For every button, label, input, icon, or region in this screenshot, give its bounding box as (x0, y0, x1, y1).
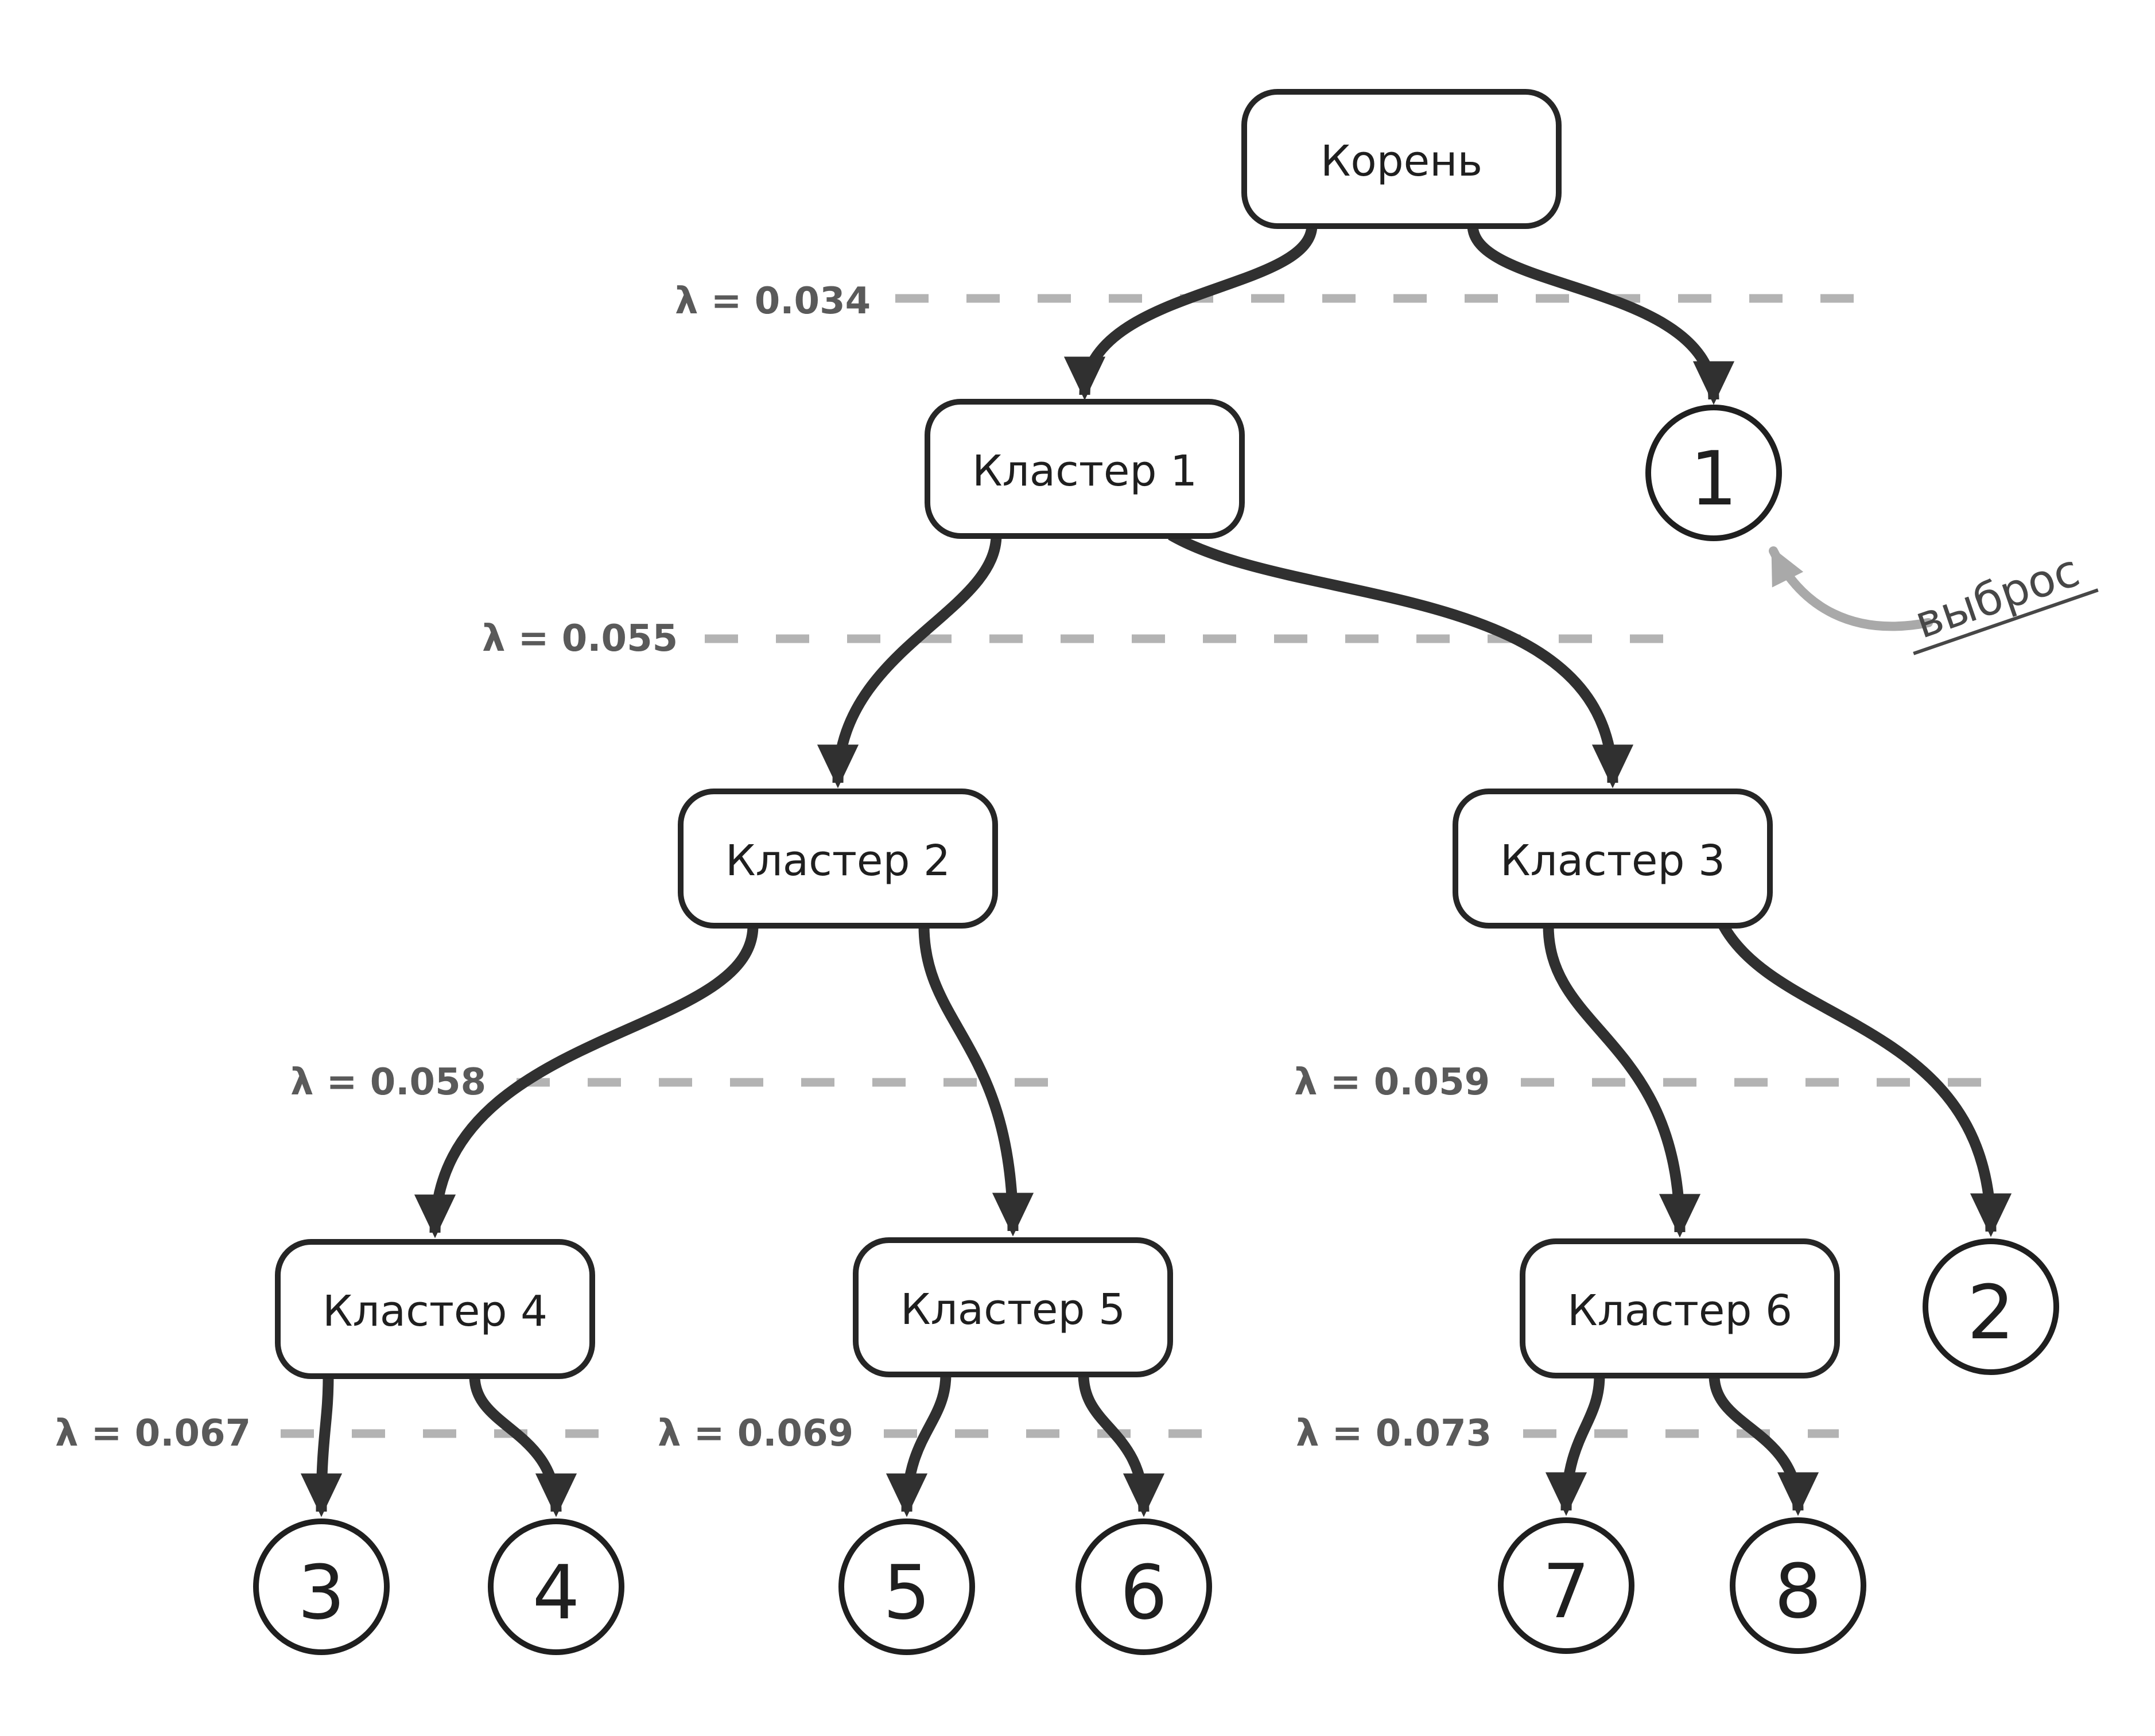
leaf-1-circle (1645, 405, 1782, 541)
leaf-4-circle (488, 1518, 624, 1655)
leaf-4: 4 (488, 1518, 624, 1655)
node-root: Корень (1241, 89, 1562, 229)
edge-cluster4-to-leaf-4 (469, 1376, 577, 1517)
edge-cluster2-to-cluster5 (918, 925, 1034, 1237)
node-cluster3: Кластер 3 (1453, 789, 1773, 929)
edge-cluster5-to-leaf-6 (1078, 1374, 1165, 1517)
leaf-5: 5 (838, 1518, 975, 1655)
edge-root-to-cluster1 (1064, 224, 1318, 401)
node-cluster3-label: Кластер 3 (1500, 836, 1725, 886)
edge-cluster1-to-cluster3 (1168, 530, 1633, 789)
leaf-7-label: 7 (1543, 1548, 1590, 1635)
edge-cluster3-to-cluster6 (1543, 925, 1701, 1238)
lambda-label-0034: λ = 0.034 (675, 280, 871, 323)
lambda-label-0059: λ = 0.059 (1294, 1061, 1490, 1104)
leaf-2-circle (1923, 1238, 2059, 1375)
leaf-2-label: 2 (1967, 1269, 2015, 1356)
edge-cluster2-to-cluster4 (414, 925, 759, 1238)
outlier-arrow (1769, 546, 1933, 631)
tree-nodes: Корень Кластер 1 Кластер 2 Кластер 3 Кла… (275, 89, 1840, 1379)
lambda-label-0073: λ = 0.073 (1296, 1412, 1492, 1455)
node-cluster4: Кластер 4 (275, 1239, 595, 1379)
leaf-6-circle (1075, 1518, 1212, 1655)
lambda-label-0055: λ = 0.055 (482, 617, 678, 660)
leaf-1: 1 (1645, 405, 1782, 541)
node-cluster2-box (678, 789, 998, 929)
leaf-5-label: 5 (883, 1549, 931, 1636)
node-cluster6: Кластер 6 (1520, 1238, 1840, 1378)
leaf-7-circle (1498, 1517, 1634, 1654)
node-cluster5-label: Кластер 5 (900, 1285, 1125, 1334)
leaf-3: 3 (253, 1518, 390, 1655)
node-cluster3-box (1453, 789, 1773, 929)
node-cluster5-box (853, 1237, 1173, 1377)
node-cluster2: Кластер 2 (678, 789, 998, 929)
lambda-label-0058: λ = 0.058 (290, 1061, 486, 1104)
edge-cluster4-to-leaf-3 (300, 1376, 343, 1517)
edge-cluster1-to-cluster2 (817, 534, 1002, 789)
leaf-8-circle (1730, 1517, 1866, 1654)
edge-cluster3-to-leaf-2 (1718, 923, 2012, 1237)
leaf-6: 6 (1075, 1518, 1212, 1655)
lambda-levels: λ = 0.034 λ = 0.055 λ = 0.058 λ = 0.059 … (55, 280, 1999, 1455)
edge-cluster5-to-leaf-5 (886, 1374, 952, 1517)
leaf-8-label: 8 (1775, 1548, 1822, 1635)
leaf-2: 2 (1923, 1238, 2059, 1375)
tree-leaves: 1 2 3 4 5 6 7 8 (253, 405, 2059, 1655)
leaf-1-label: 1 (1690, 435, 1738, 522)
leaf-7: 7 (1498, 1517, 1634, 1654)
edge-root-to-leaf-1 (1467, 224, 1734, 405)
edge-cluster6-to-leaf-7 (1545, 1375, 1605, 1516)
outlier-underline (1913, 588, 2099, 655)
node-cluster6-box (1520, 1238, 1840, 1378)
leaf-4-label: 4 (533, 1549, 580, 1636)
leaf-6-label: 6 (1120, 1549, 1168, 1636)
node-cluster4-box (275, 1239, 595, 1379)
leaf-8: 8 (1730, 1517, 1866, 1654)
node-cluster1: Кластер 1 (925, 399, 1245, 539)
node-cluster2-label: Кластер 2 (725, 836, 950, 886)
node-root-label: Корень (1321, 137, 1482, 186)
edge-cluster6-to-leaf-8 (1709, 1375, 1819, 1516)
node-root-box (1241, 89, 1562, 229)
node-cluster4-label: Кластер 4 (323, 1287, 548, 1336)
node-cluster1-box (925, 399, 1245, 539)
tree-edges (300, 224, 2012, 1517)
node-cluster6-label: Кластер 6 (1567, 1286, 1792, 1335)
leaf-3-label: 3 (298, 1549, 345, 1636)
lambda-label-0067: λ = 0.067 (55, 1412, 251, 1455)
node-cluster1-label: Кластер 1 (972, 446, 1197, 496)
node-cluster5: Кластер 5 (853, 1237, 1173, 1377)
leaf-3-circle (253, 1518, 390, 1655)
leaf-5-circle (838, 1518, 975, 1655)
lambda-label-0069: λ = 0.069 (658, 1412, 853, 1455)
